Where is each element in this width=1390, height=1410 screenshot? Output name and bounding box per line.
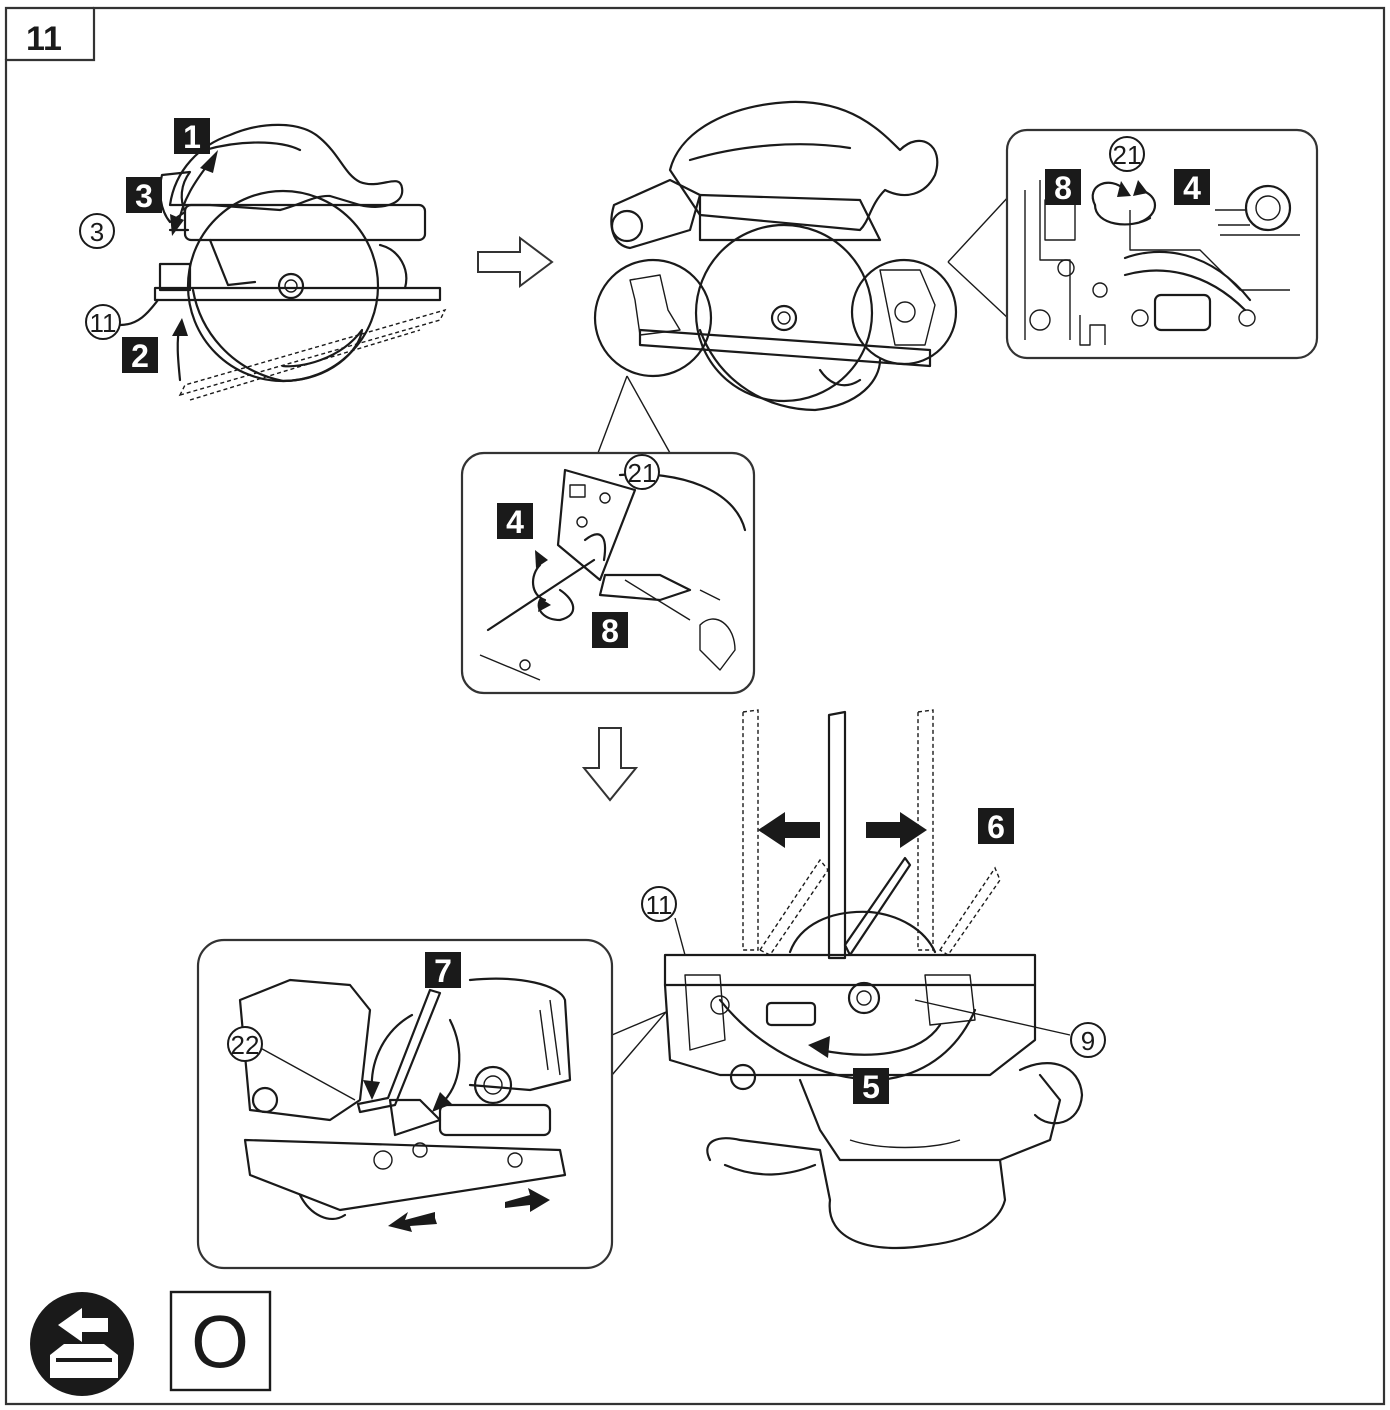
step-number: 1 [183, 119, 201, 155]
saw-top-view [663, 709, 1084, 1250]
callout-number: 21 [1113, 140, 1142, 170]
callout-number: 21 [628, 458, 657, 488]
zoom-lead-c2 [626, 375, 671, 454]
callout-11: 11 [85, 304, 121, 340]
callout-number: 22 [231, 1030, 260, 1060]
step-label-4: 4 [497, 503, 533, 540]
callout-3: 3 [79, 213, 115, 249]
callout-22: 22 [227, 1026, 263, 1062]
zoom-lead-upper [947, 194, 1011, 263]
detail-front-bolt-art [479, 468, 747, 681]
callout-21: 21 [624, 454, 660, 490]
step-number: 6 [987, 809, 1005, 845]
detail-panel-bevel-top [1005, 128, 1319, 360]
step-label-8: 8 [1045, 169, 1081, 206]
callout-number: 9 [1081, 1026, 1095, 1056]
override-symbol-label: O [191, 1301, 249, 1384]
step-number: 4 [1183, 170, 1201, 206]
figure-frame [4, 6, 1386, 1406]
step-number: 8 [1054, 170, 1072, 206]
saw-angled-view [593, 100, 958, 412]
detail-bevel-adjust-art [238, 977, 572, 1232]
figure-tab [4, 6, 94, 60]
step-label-6: 6 [978, 808, 1014, 845]
zoom-lead-lower [947, 261, 1011, 321]
zoom-lead-b2 [611, 1011, 667, 1076]
callout-number: 3 [90, 217, 104, 247]
step-number: 2 [131, 338, 149, 374]
detail-circle-front [593, 258, 713, 378]
step-number: 4 [506, 504, 524, 540]
step-number: 8 [601, 613, 619, 649]
step-label-2: 2 [122, 337, 158, 374]
saw-side-view [118, 123, 447, 401]
zoom-lead-b1 [611, 1011, 667, 1036]
step-label-3: 3 [126, 177, 162, 214]
step-label-1: 1 [174, 118, 210, 155]
next-arrow-right [477, 236, 554, 288]
zoom-lead-c1 [597, 375, 628, 454]
step-number: 5 [862, 1069, 880, 1105]
step-label-4: 4 [1174, 169, 1210, 206]
callout-9: 9 [1070, 1022, 1106, 1058]
detail-circle-rear [850, 258, 958, 366]
detail-bevel-top-art [1024, 180, 1300, 346]
callout-number: 11 [646, 890, 673, 920]
callout-number: 11 [90, 308, 117, 338]
step-number: 3 [135, 178, 153, 214]
step-number: 7 [434, 953, 452, 989]
callout-labels: 3 11 21 21 11 22 9 [79, 136, 1145, 1062]
step-label-8: 8 [592, 612, 628, 649]
detail-panel-front-bolt [460, 451, 756, 695]
detail-panel-bevel-adjust [196, 938, 614, 1270]
callout-21: 21 [1109, 136, 1145, 172]
figure-number: 11 [26, 20, 62, 58]
step-label-7: 7 [425, 952, 461, 989]
next-arrow-down [581, 727, 639, 802]
override-symbol-box [169, 1290, 272, 1392]
callout-11: 11 [641, 886, 677, 922]
battery-remove-icon [30, 1292, 134, 1396]
step-label-5: 5 [853, 1068, 889, 1105]
step-labels: 13 2 8 4 4 8 6 7 5 [122, 118, 1210, 1105]
